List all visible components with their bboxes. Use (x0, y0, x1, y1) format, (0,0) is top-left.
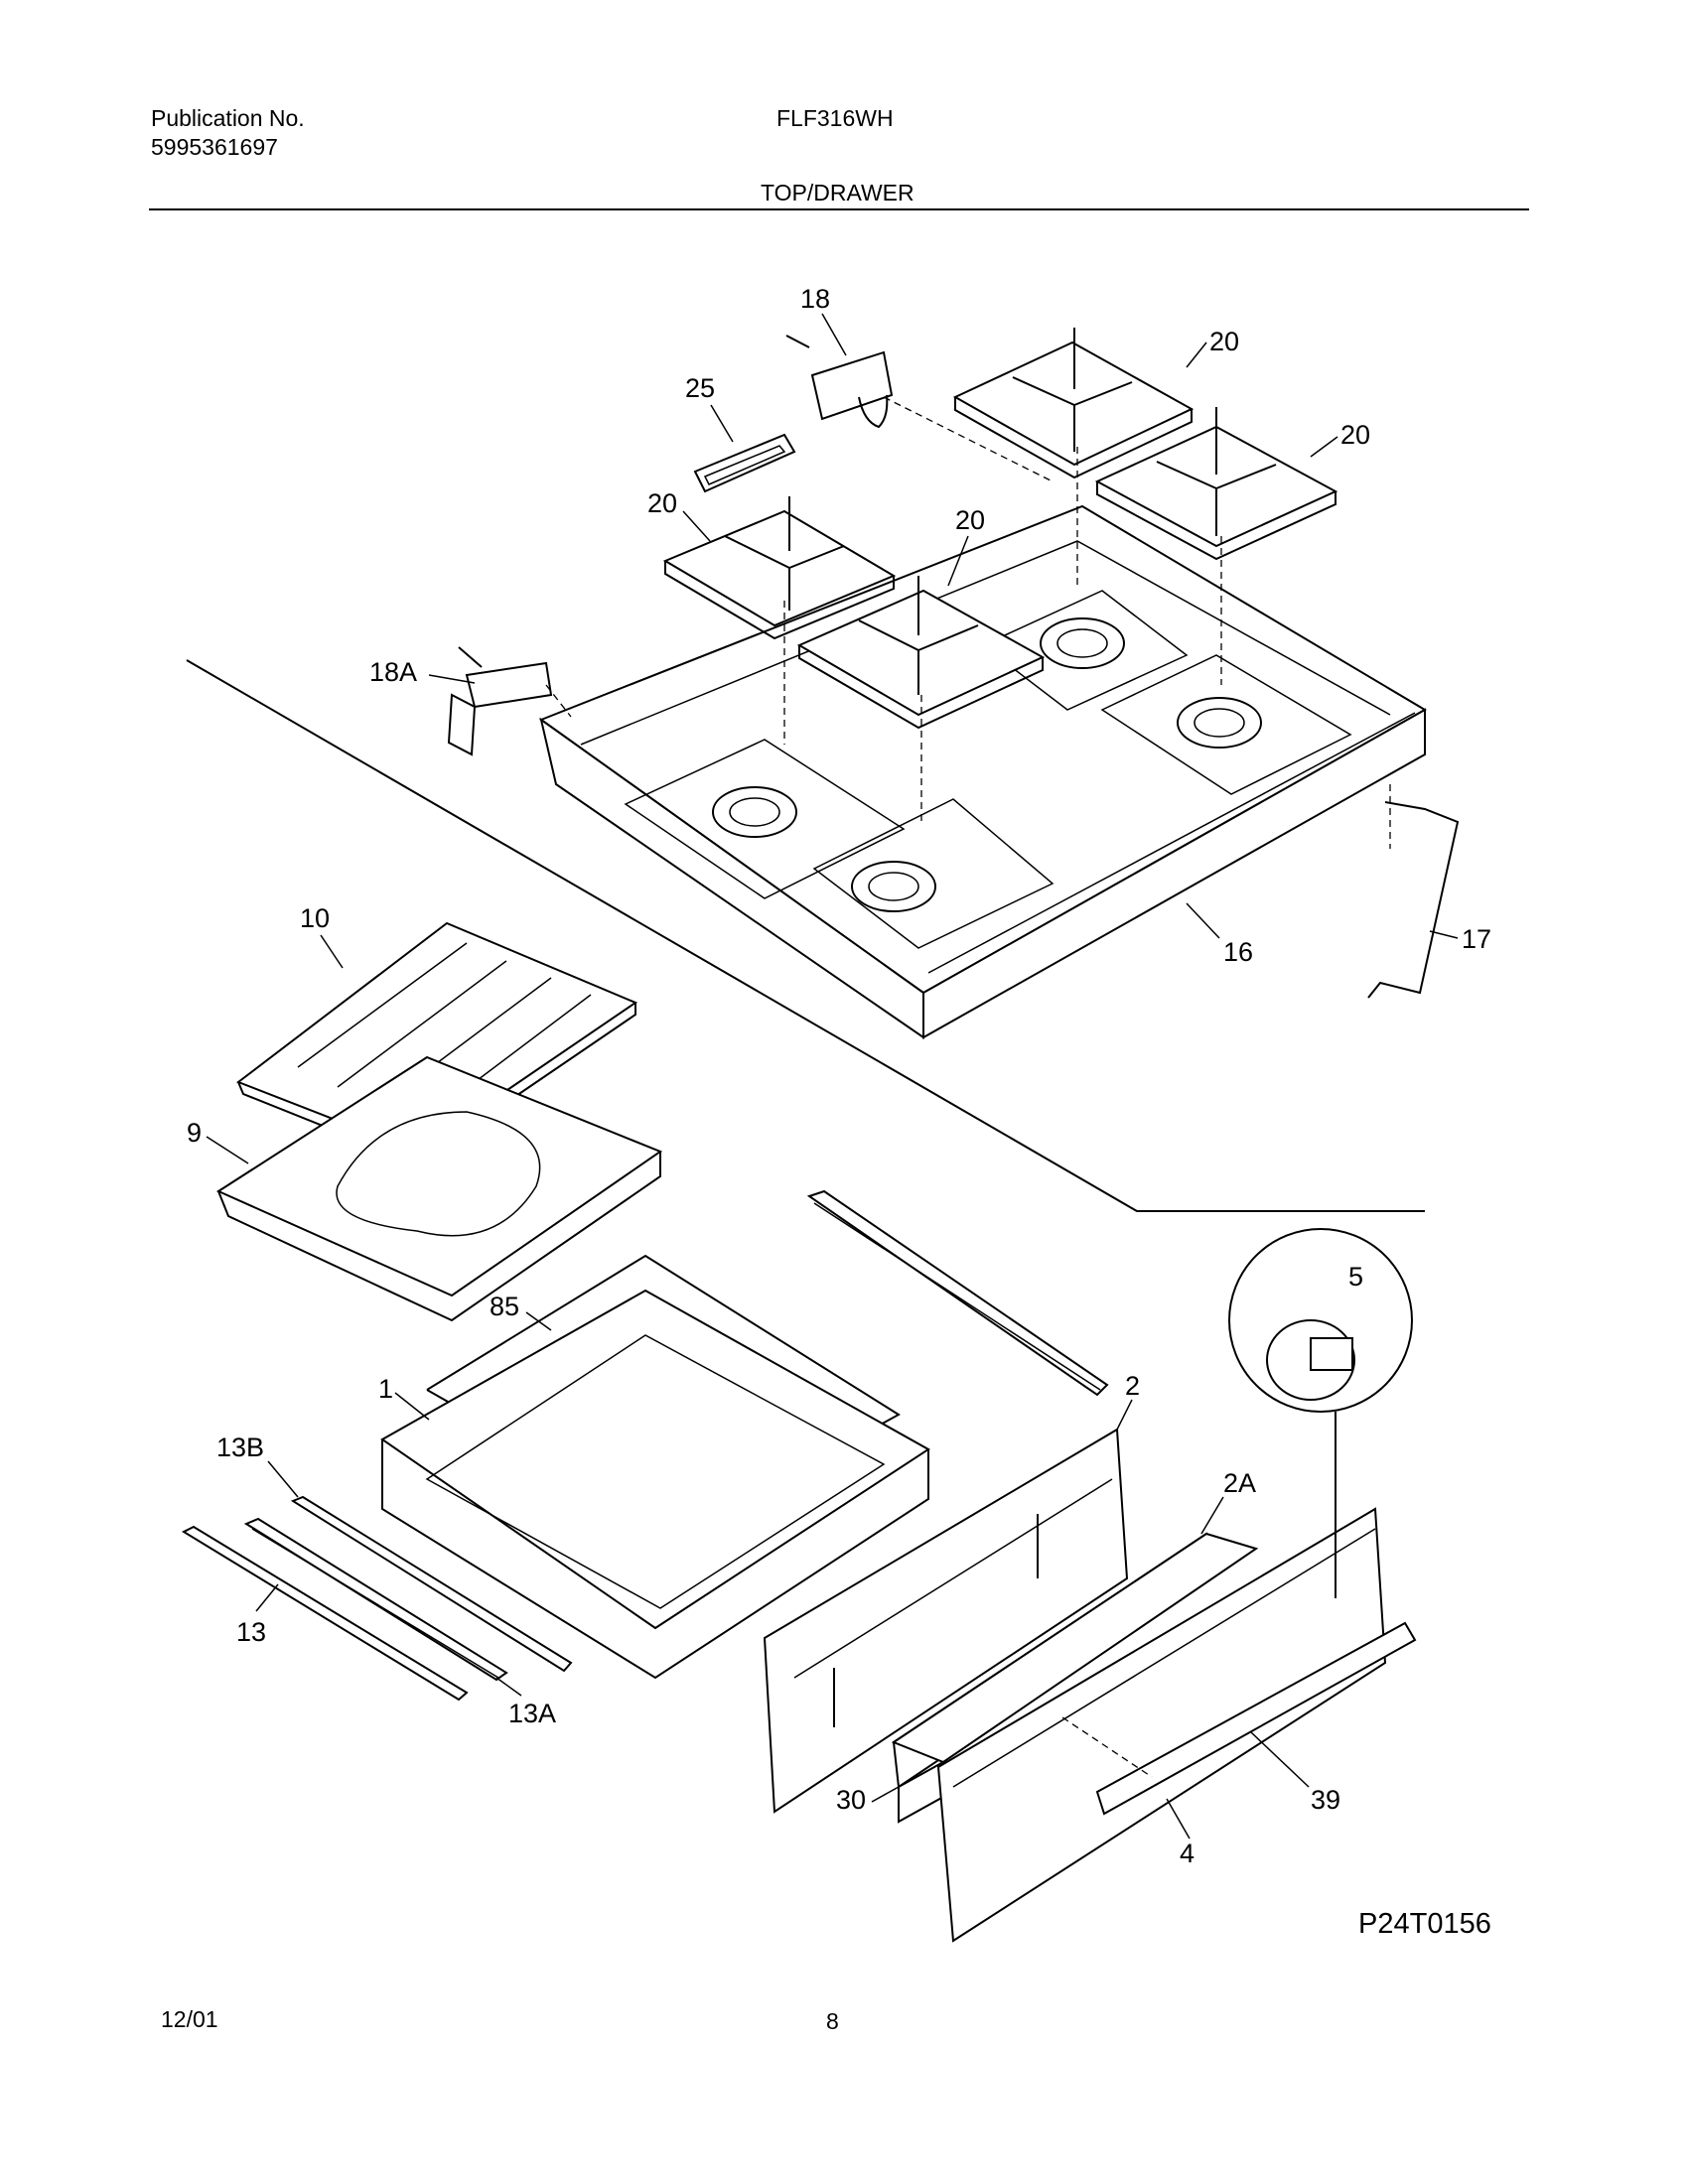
leader-4 (1166, 1798, 1191, 1840)
burner-grate-rear-left (952, 328, 1195, 479)
leader-20-rear-left (1186, 341, 1207, 368)
callout-25: 25 (685, 373, 715, 403)
separator-line (186, 659, 1425, 1212)
leader-20-front-left (682, 510, 711, 542)
drawer-slide-13 (181, 1525, 469, 1702)
drawer-slide-13a (243, 1517, 508, 1682)
callout-1: 1 (378, 1374, 393, 1404)
burner-grate-front-right (796, 576, 1046, 730)
callout-13: 13 (236, 1617, 266, 1647)
callout-20-rear-left: 20 (1209, 327, 1239, 356)
callout-20-front-left: 20 (647, 488, 677, 518)
drawer-body-1 (380, 1289, 930, 1680)
leader-2a (1200, 1496, 1224, 1535)
callout-2: 2 (1125, 1371, 1140, 1401)
drawing-code: P24T0156 (1358, 1908, 1491, 1940)
broiler-pan-9 (215, 1055, 663, 1322)
trim-piece-25 (693, 433, 796, 493)
callout-20-front-right: 20 (955, 505, 985, 535)
drawer-rail-right (806, 1189, 1109, 1397)
leader-85 (525, 1311, 552, 1331)
callout-13a: 13A (508, 1699, 556, 1728)
publication-number: 5995361697 (151, 134, 278, 160)
leader-18 (821, 313, 847, 356)
grate-alignment-lines (783, 447, 1222, 824)
callout-9: 9 (187, 1118, 202, 1148)
leader-1 (394, 1392, 430, 1421)
leader-25 (710, 404, 734, 443)
leader-17 (1429, 930, 1459, 939)
callout-30: 30 (836, 1785, 866, 1815)
drawer-handle-39 (1095, 1621, 1417, 1816)
callout-4: 4 (1180, 1839, 1195, 1868)
leader-20-front-right (947, 535, 969, 587)
leader-13b (267, 1460, 299, 1498)
rear-hinge-bracket-18a (447, 646, 572, 756)
drawer-panel-2 (763, 1428, 1129, 1814)
callout-18: 18 (800, 284, 830, 314)
callout-13b: 13B (216, 1433, 264, 1462)
leader-30 (871, 1786, 900, 1803)
handle-alignment-line (1061, 1716, 1153, 1778)
leader-16 (1186, 902, 1220, 939)
publication-label: Publication No. (151, 105, 305, 131)
callout-85: 85 (490, 1292, 519, 1321)
burner-grate-front-left (662, 496, 897, 640)
leader-9 (206, 1136, 249, 1164)
callout-17: 17 (1462, 924, 1491, 954)
callout-16: 16 (1223, 937, 1253, 967)
drawer-front-4 (936, 1507, 1387, 1943)
callout-39: 39 (1311, 1785, 1340, 1815)
rear-hinge-bracket-18 (785, 335, 1054, 482)
leader-2 (1116, 1399, 1133, 1431)
leader-13 (255, 1583, 279, 1612)
callout-20-rear-right: 20 (1340, 420, 1370, 450)
callout-18a: 18A (369, 657, 417, 687)
model-number: FLF316WH (776, 105, 894, 131)
cooktop-main-top (538, 504, 1427, 1039)
top-support-rod-17 (1367, 801, 1460, 999)
leader-39 (1250, 1731, 1310, 1788)
leader-13a (495, 1677, 522, 1697)
section-title: TOP/DRAWER (761, 180, 914, 205)
callout-10: 10 (300, 903, 330, 933)
leader-20-rear-right (1310, 436, 1338, 458)
header-rule (149, 208, 1529, 210)
leader-18a (428, 674, 476, 684)
drawer-glide-detail-5 (1228, 1228, 1413, 1598)
footer-date: 12/01 (161, 2006, 218, 2032)
callout-2a: 2A (1223, 1468, 1256, 1498)
footer-page-number: 8 (826, 2008, 839, 2034)
burner-grate-rear-right (1094, 407, 1338, 561)
leader-10 (320, 934, 344, 969)
callout-5: 5 (1348, 1262, 1363, 1292)
drawer-slide-13b (290, 1495, 573, 1673)
